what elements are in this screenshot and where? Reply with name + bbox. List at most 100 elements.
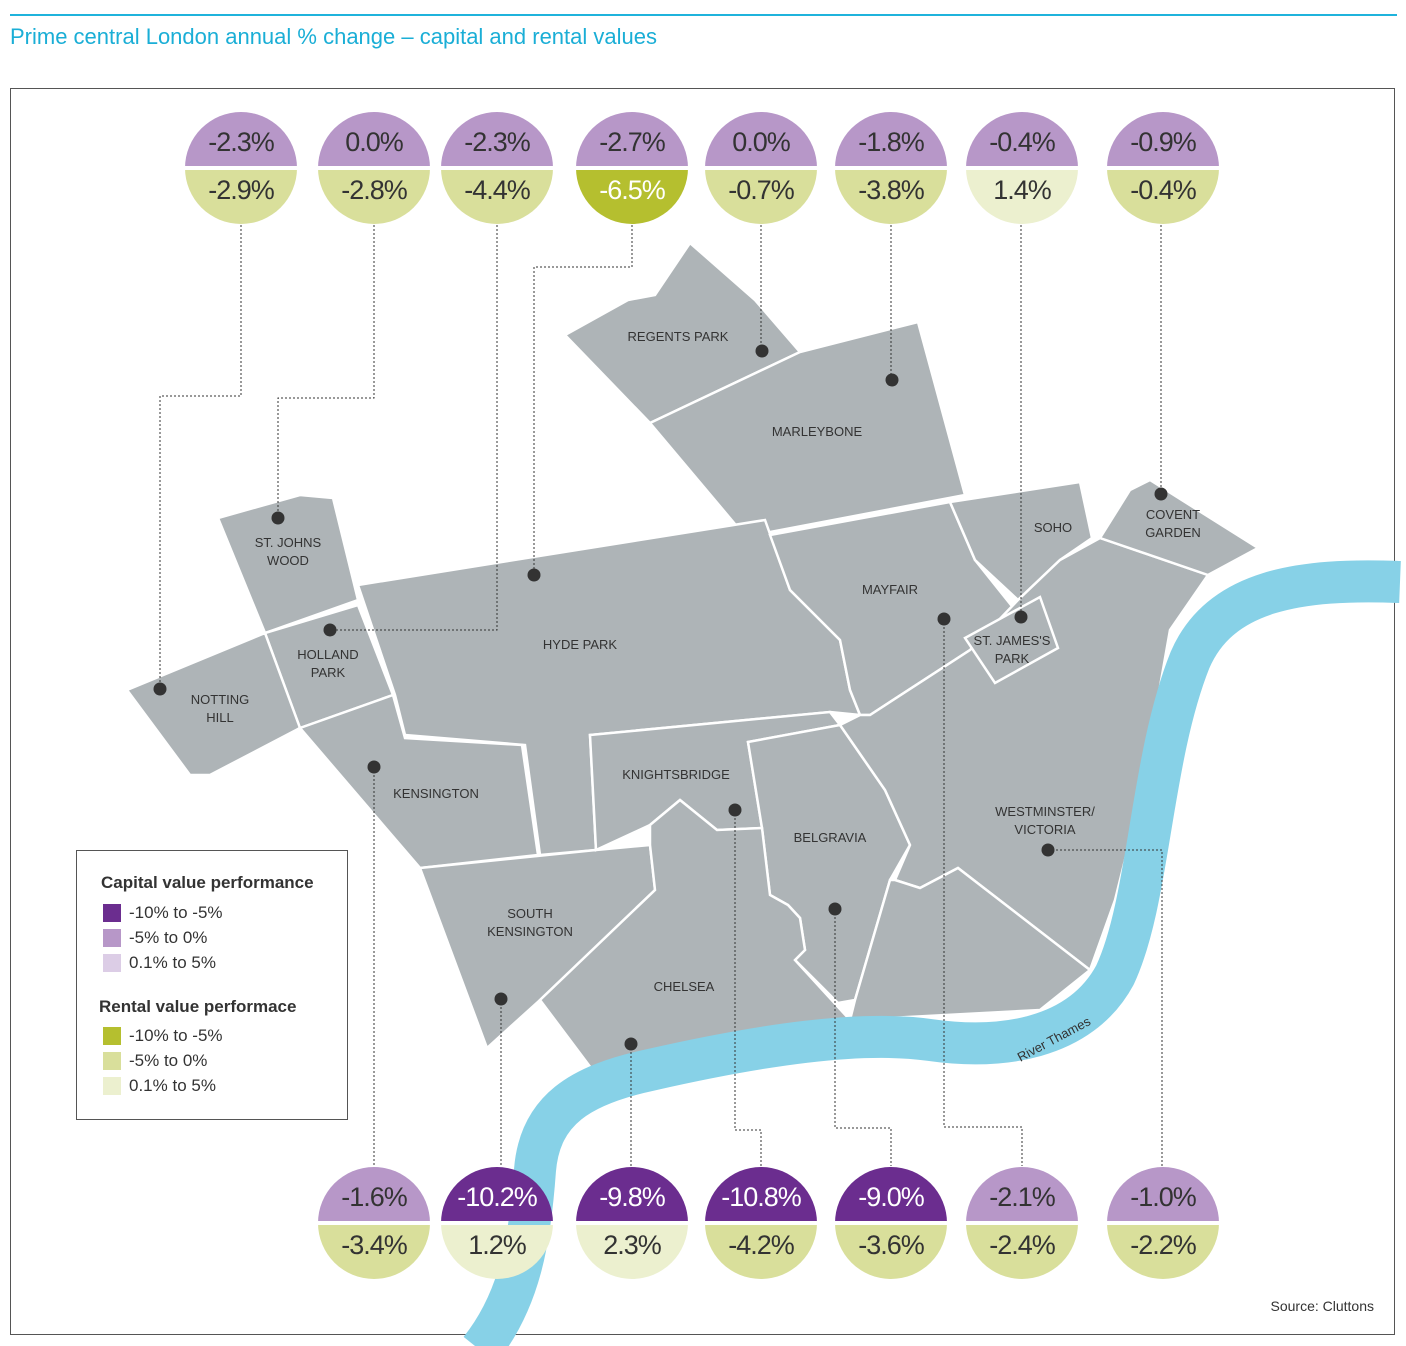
capital-value: -0.9% [1107,112,1219,166]
rental-value: -3.8% [835,170,947,224]
area-label-mayfair: MAYFAIR [862,582,918,597]
leader-line-westminster-victoria [1048,849,1163,1166]
pin-westminster-victoria [1041,843,1055,857]
rental-value: -4.2% [705,1225,817,1279]
swatch [103,904,121,922]
pin-holland-park [323,623,337,637]
rental-value: -2.2% [1107,1225,1219,1279]
area-label-st-johns-wood: ST. JOHNS [255,535,322,550]
legend-label: -10% to -5% [129,903,223,922]
area-label-westminster-victoria: WESTMINSTER/ [995,804,1095,819]
title-rule [10,14,1397,16]
legend-capital-title: Capital value performance [101,873,314,892]
leader-line-mayfair [943,619,1023,1166]
area-label-covent-garden: GARDEN [1145,525,1201,540]
leader-line-belgravia [834,909,892,1166]
pin-regents-park [755,344,769,358]
capital-value: -10.2% [441,1167,553,1221]
area-label-south-kensington: KENSINGTON [487,924,573,939]
pin-mayfair [937,612,951,626]
capital-value: -2.3% [185,112,297,166]
capital-value: -1.0% [1107,1167,1219,1221]
leader-line-holland-park [330,225,498,631]
area-label-belgravia: BELGRAVIA [794,830,867,845]
pin-chelsea [624,1037,638,1051]
pin-kensington [367,760,381,774]
swatch [103,954,121,972]
capital-value: -9.8% [576,1167,688,1221]
area-label-holland-park: HOLLAND [297,647,358,662]
capital-value: -2.7% [576,112,688,166]
pin-notting-hill [153,682,167,696]
area-label-notting-hill: HILL [206,710,233,725]
pin-knightsbridge [728,803,742,817]
source-note: Source: Cluttons [1270,1298,1375,1314]
leader-line-notting-hill [159,225,242,689]
pin-south-kensington [494,992,508,1006]
bubble-st-james-s-park: -0.4%1.4% [966,112,1078,224]
pin-belgravia [828,902,842,916]
area-label-regents-park: REGENTS PARK [628,329,729,344]
bubble-knightsbridge: -10.8%-4.2% [705,1167,817,1279]
legend-label: -5% to 0% [129,1051,208,1070]
rental-value: -2.8% [318,170,430,224]
bubble-hyde-park: -2.7%-6.5% [576,112,688,224]
bubble-marleybone: -1.8%-3.8% [835,112,947,224]
area-label-notting-hill: NOTTING [191,692,250,707]
legend-capital-item: 0.1% to 5% [103,953,216,973]
bubble-regents-park: 0.0%-0.7% [705,112,817,224]
leader-line-knightsbridge [734,810,762,1166]
pin-covent-garden [1154,487,1168,501]
page-title: Prime central London annual % change – c… [10,24,657,49]
legend-rental-item: -10% to -5% [103,1026,223,1046]
rental-value: -4.4% [441,170,553,224]
bubble-st-johns-wood: 0.0%-2.8% [318,112,430,224]
area-label-soho: SOHO [1034,520,1072,535]
capital-value: 0.0% [318,112,430,166]
legend-label: -5% to 0% [129,928,208,947]
rental-value: -0.4% [1107,170,1219,224]
bubble-westminster-victoria: -1.0%-2.2% [1107,1167,1219,1279]
area-label-st-johns-wood: WOOD [267,553,309,568]
area-label-hyde-park: HYDE PARK [543,637,617,652]
rental-value: -6.5% [576,170,688,224]
rental-value: -2.9% [185,170,297,224]
legend-capital-item: -10% to -5% [103,903,223,923]
area-label-westminster-victoria: VICTORIA [1014,822,1075,837]
swatch [103,1077,121,1095]
capital-value: -2.1% [966,1167,1078,1221]
bubble-notting-hill: -2.3%-2.9% [185,112,297,224]
legend-label: -10% to -5% [129,1026,223,1045]
bubble-kensington: -1.6%-3.4% [318,1167,430,1279]
river-thames [463,560,1401,1346]
bubble-belgravia: -9.0%-3.6% [835,1167,947,1279]
legend-label: 0.1% to 5% [129,1076,216,1095]
legend-capital-item: -5% to 0% [103,928,207,948]
leader-line-st-johns-wood [277,225,375,518]
bubble-covent-garden: -0.9%-0.4% [1107,112,1219,224]
legend-rental-item: -5% to 0% [103,1051,207,1071]
area-label-st-james-s-park: ST. JAMES'S [974,633,1051,648]
pin-st-james-s-park [1014,610,1028,624]
bubble-holland-park: -2.3%-4.4% [441,112,553,224]
capital-value: -10.8% [705,1167,817,1221]
area-label-marleybone: MARLEYBONE [772,424,863,439]
area-label-st-james-s-park: PARK [995,651,1030,666]
legend-rental-title: Rental value performace [99,997,297,1016]
area-label-kensington: KENSINGTON [393,786,479,801]
legend-label: 0.1% to 5% [129,953,216,972]
bubble-mayfair: -2.1%-2.4% [966,1167,1078,1279]
area-label-covent-garden: COVENT [1146,507,1200,522]
area-label-south-kensington: SOUTH [507,906,553,921]
pin-st-johns-wood [271,511,285,525]
area-label-knightsbridge: KNIGHTSBRIDGE [622,767,730,782]
leader-line-hyde-park [533,225,633,575]
capital-value: -0.4% [966,112,1078,166]
bubble-south-kensington: -10.2%1.2% [441,1167,553,1279]
legend: Capital value performance -10% to -5% -5… [76,850,348,1120]
area-label-chelsea: CHELSEA [654,979,715,994]
region-st-johns-wood [216,493,360,635]
rental-value: -2.4% [966,1225,1078,1279]
pin-marleybone [885,373,899,387]
